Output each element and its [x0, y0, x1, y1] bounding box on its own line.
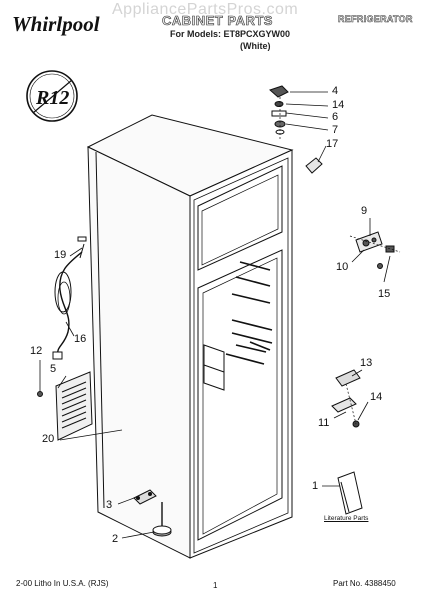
- callout-1: 1: [312, 480, 319, 492]
- callout-15: 15: [378, 288, 391, 300]
- callout-14-bottom: 14: [370, 391, 383, 403]
- literature-parts-label: Literature Parts: [324, 515, 369, 522]
- callout-19: 19: [54, 249, 67, 261]
- model-variant: (White): [240, 41, 271, 51]
- clip-part-19: [77, 236, 87, 242]
- model-line: For Models: ET8PCXGYW00: [170, 29, 291, 39]
- page-number: 1: [213, 581, 218, 590]
- callout-11: 11: [318, 417, 330, 429]
- callout-16: 16: [74, 333, 87, 345]
- callout-5: 5: [50, 363, 57, 375]
- callout-20: 20: [42, 433, 55, 445]
- r12-badge: R12: [26, 70, 78, 122]
- leader-lines: [39, 91, 391, 539]
- part-number: Part No. 4388450: [333, 579, 396, 588]
- callout-3: 3: [106, 499, 113, 511]
- rear-grille: [55, 371, 93, 441]
- top-hinge-assembly: [269, 85, 289, 140]
- callout-17: 17: [326, 138, 339, 150]
- callout-14-top: 14: [332, 99, 345, 111]
- center-hinge-assembly: [349, 231, 401, 253]
- callout-4: 4: [332, 85, 339, 97]
- screw-part-12: [37, 391, 43, 397]
- callout-7: 7: [332, 124, 339, 136]
- literature-pack: [337, 471, 363, 515]
- r12-badge-text: R12: [35, 87, 69, 109]
- diagram-title: CABINET PARTS: [162, 13, 273, 28]
- callout-6: 6: [332, 111, 339, 123]
- power-cord: [52, 243, 85, 360]
- hinge-cover: [305, 157, 323, 174]
- callout-12: 12: [30, 345, 43, 357]
- callout-9: 9: [361, 205, 368, 217]
- callout-10: 10: [336, 261, 349, 273]
- brand-logo: Whirlpool: [12, 12, 100, 36]
- callout-2: 2: [112, 533, 119, 545]
- print-info: 2-00 Litho In U.S.A. (RJS): [16, 579, 109, 588]
- screw-part-10: [377, 263, 383, 269]
- leveling-leg: [133, 489, 172, 537]
- callout-13: 13: [360, 357, 373, 369]
- bottom-hinge-assembly: [331, 369, 361, 428]
- cabinet-body: [86, 114, 294, 559]
- appliance-category: REFRIGERATOR: [338, 14, 413, 24]
- watermark: AppliancePartsPros.com: [112, 1, 299, 18]
